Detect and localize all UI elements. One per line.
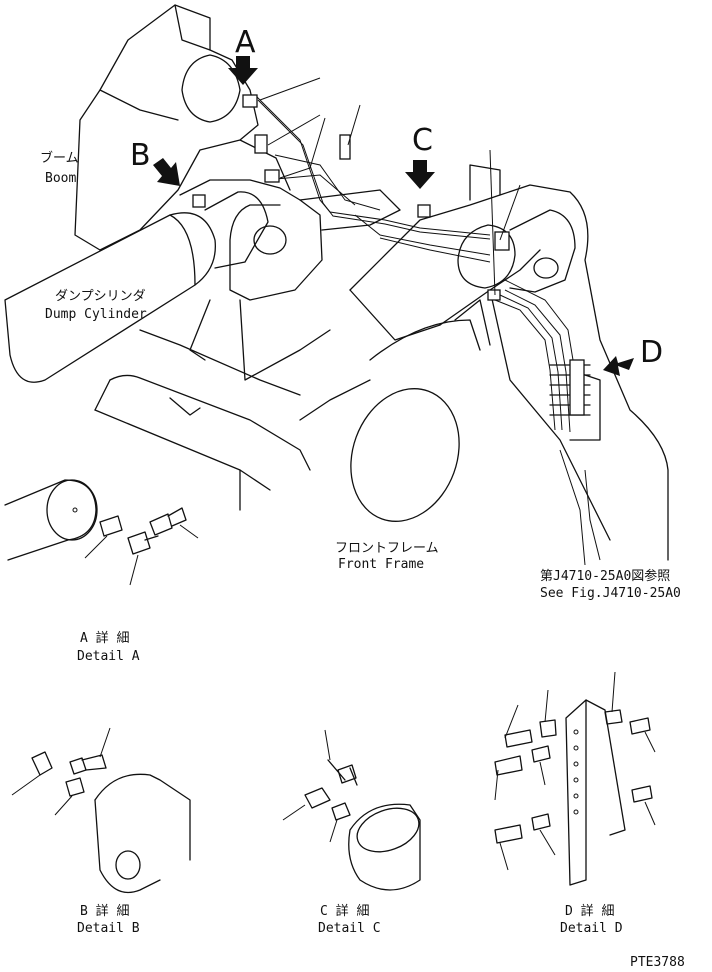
detail-c-title-jp: C 詳 細 xyxy=(320,903,369,919)
front-frame-label-en: Front Frame xyxy=(338,557,424,572)
arrow-a-icon xyxy=(228,56,258,85)
bolt-right xyxy=(494,231,510,251)
bolt-center xyxy=(339,134,351,160)
bolt-top xyxy=(254,134,268,154)
boom-structure xyxy=(74,4,291,251)
fitting-a xyxy=(242,94,258,108)
detail-a-title-en: Detail A xyxy=(77,649,140,664)
dump-cylinder xyxy=(4,191,269,383)
boom-label-en: Boom xyxy=(45,171,76,186)
callout-d: D xyxy=(603,335,663,376)
boom-label-jp: ブーム xyxy=(40,150,79,166)
callout-a-letter: A xyxy=(235,25,256,60)
arrow-c-icon xyxy=(405,160,435,189)
detail-b-title-en: Detail B xyxy=(77,921,140,936)
front-frame xyxy=(94,299,491,522)
see-fig-label-jp: 第J4710-25A0図参照 xyxy=(540,568,670,584)
fitting-b xyxy=(192,194,206,208)
fitting-lower xyxy=(487,289,501,301)
callout-a: A xyxy=(228,25,258,85)
callout-c-letter: C xyxy=(412,123,433,158)
detail-a-title-jp: A 詳 細 xyxy=(80,630,129,646)
detail-b-drawing xyxy=(11,727,191,894)
see-fig-label-en: See Fig.J4710-25A0 xyxy=(540,586,681,601)
detail-c-title-en: Detail C xyxy=(318,921,381,936)
dump-cylinder-label-en: Dump Cylinder xyxy=(45,307,147,322)
leaders xyxy=(259,77,601,566)
grease-lines xyxy=(254,94,576,433)
center-bracket xyxy=(179,179,401,381)
callout-b-letter: B xyxy=(130,138,151,173)
front-frame-label-jp: フロントフレーム xyxy=(335,541,439,556)
arrow-b-icon xyxy=(153,158,180,186)
manifold-block xyxy=(569,359,585,416)
arrow-d-icon xyxy=(603,356,634,376)
callout-b: B xyxy=(130,138,180,186)
dump-cylinder-label-jp: ダンプシリンダ xyxy=(55,289,146,304)
fitting-mid xyxy=(264,169,280,183)
detail-a-drawing xyxy=(4,479,199,586)
detail-b-title-jp: B 詳 細 xyxy=(80,903,129,919)
callout-c: C xyxy=(405,123,435,189)
detail-d-title-en: Detail D xyxy=(560,921,623,936)
fitting-c xyxy=(417,204,431,218)
detail-d-title-jp: D 詳 細 xyxy=(565,903,614,919)
main-fittings xyxy=(192,94,591,416)
detail-c-drawing xyxy=(282,729,421,891)
detail-d-drawing xyxy=(494,671,656,886)
drawing-number: PTE3788 xyxy=(630,955,685,970)
callout-d-letter: D xyxy=(640,335,663,370)
